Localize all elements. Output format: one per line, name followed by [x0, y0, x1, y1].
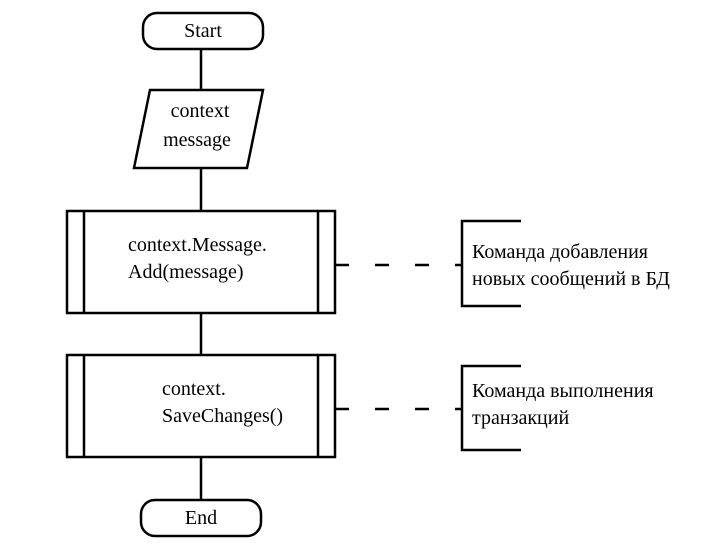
- process-add-label-line2: Add(message): [128, 261, 244, 283]
- comment-add-line2: новых сообщений в БД: [472, 268, 670, 290]
- end-terminator: [139, 498, 263, 538]
- comment-save-line1: Команда выполнения: [472, 380, 654, 402]
- comment-add-bracket: [460, 219, 521, 308]
- process-add-label-line1: context.Message.: [128, 234, 267, 256]
- process-save-label-line2: SaveChanges(): [162, 405, 284, 427]
- comment-add-line1: Команда добавления: [472, 241, 648, 263]
- start-terminator: [141, 11, 265, 51]
- input-label-line1: context: [170, 100, 230, 122]
- end-label: End: [184, 507, 218, 529]
- input-parallelogram: [132, 88, 265, 170]
- comment-save-bracket: [460, 364, 521, 452]
- process-save-label-line1: context.: [162, 378, 226, 400]
- comment-save-line2: транзакций: [472, 407, 570, 429]
- input-label-line2: message: [163, 129, 231, 151]
- start-label: Start: [184, 20, 222, 42]
